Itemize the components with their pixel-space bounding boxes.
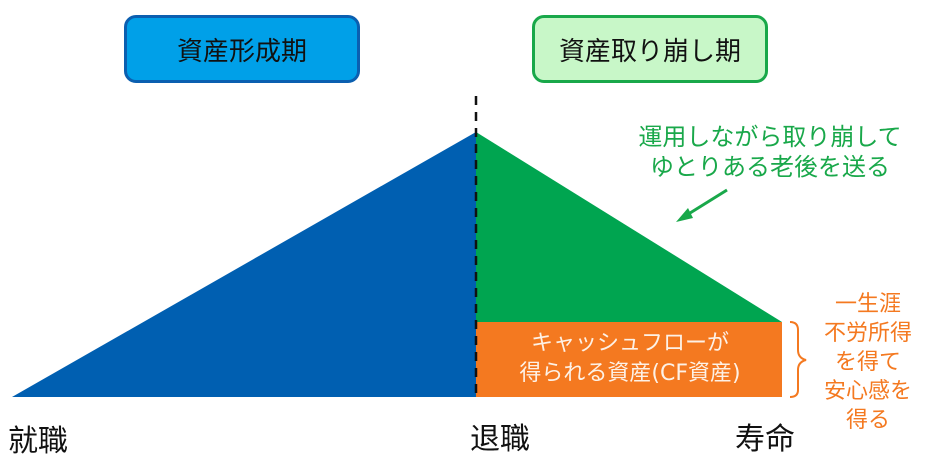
arrowhead-icon [676, 208, 693, 222]
timeline-retirement-label: 退職 [470, 422, 530, 457]
timeline-end-label: 寿命 [735, 422, 795, 457]
drawdown-annotation-line1: 運用しながら取り崩して [638, 123, 902, 151]
cf-annotation: 一生涯 不労所得 を得て 安心感を 得る [808, 290, 928, 435]
drawdown-annotation: 運用しながら取り崩して ゆとりある老後を送る [620, 122, 920, 182]
phase-box-drawdown: 資産取り崩し期 [532, 15, 768, 83]
cf-annotation-line4: 安心感を [823, 379, 912, 404]
cf-asset-line1: キャッシュフローが [530, 331, 729, 356]
phase-box-accumulation: 資産形成期 [124, 15, 360, 83]
cf-annotation-line5: 得る [845, 408, 890, 433]
accumulation-triangle [12, 132, 476, 397]
drawdown-triangle [476, 132, 782, 322]
phase-label-drawdown: 資産取り崩し期 [558, 36, 741, 67]
cf-annotation-line3: を得て [834, 350, 901, 375]
cf-annotation-line2: 不労所得 [823, 321, 912, 346]
timeline-start-label: 就職 [8, 424, 68, 459]
phase-label-accumulation: 資産形成期 [176, 36, 307, 67]
cf-annotation-line1: 一生涯 [834, 292, 901, 317]
brace-icon [789, 321, 807, 398]
drawdown-annotation-line2: ゆとりある老後を送る [650, 153, 890, 181]
cf-asset-bar [476, 322, 782, 397]
cf-asset-label: キャッシュフローが 得られる資産(CF資産) [478, 322, 782, 396]
cf-asset-line2: 得られる資産(CF資産) [519, 361, 741, 386]
